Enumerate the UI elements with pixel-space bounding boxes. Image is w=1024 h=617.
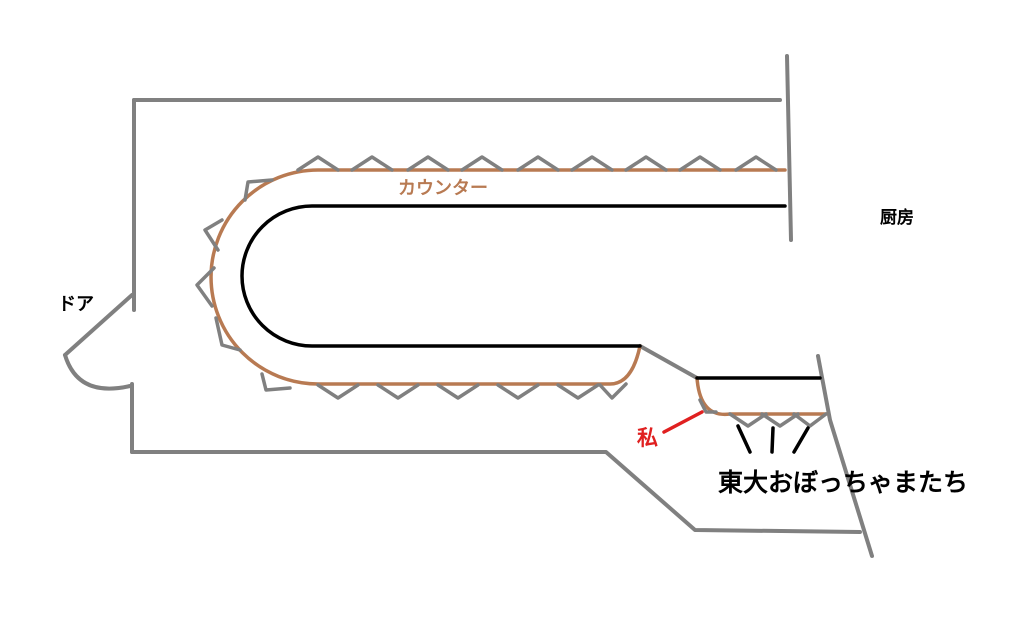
walls xyxy=(130,54,874,558)
door-leaf xyxy=(63,293,134,357)
kitchen-label: 厨房 xyxy=(880,208,914,228)
me-pointer xyxy=(662,410,704,434)
seat xyxy=(734,155,778,172)
door-label: ドア xyxy=(58,294,94,315)
seat xyxy=(678,155,722,172)
seat xyxy=(728,412,768,428)
seat xyxy=(698,398,718,414)
seat xyxy=(376,383,420,400)
seat xyxy=(214,316,242,352)
seat xyxy=(260,372,292,392)
seat xyxy=(570,155,614,172)
me-label: 私 xyxy=(637,426,658,450)
group-pointer xyxy=(770,426,775,454)
counter-divider xyxy=(638,344,699,380)
seat xyxy=(243,178,274,202)
wall-kitchen-upper xyxy=(785,54,793,242)
group-pointers xyxy=(736,424,810,454)
door-swing xyxy=(63,353,132,391)
group-pointer xyxy=(792,426,810,454)
wall-kitchen-lower xyxy=(816,354,874,558)
seats-curve xyxy=(195,178,292,392)
seat xyxy=(195,266,216,308)
seats-bottom xyxy=(316,382,628,400)
seat xyxy=(203,218,224,252)
counter-label: カウンター xyxy=(398,178,488,199)
seat xyxy=(624,155,668,172)
seat xyxy=(350,155,394,172)
seat xyxy=(496,383,540,400)
door xyxy=(63,293,134,391)
wall-bottom xyxy=(130,450,862,534)
seat xyxy=(760,412,800,428)
group-pointer xyxy=(736,424,752,454)
seat xyxy=(436,383,480,400)
counter-inner-edge xyxy=(240,204,787,348)
seat xyxy=(516,155,560,172)
group-label: 東大おぼっちゃまたち xyxy=(718,468,969,497)
seat xyxy=(296,155,340,172)
seat xyxy=(406,155,450,172)
seat xyxy=(792,412,828,428)
seat xyxy=(556,383,600,400)
seats-extension xyxy=(698,398,828,428)
seat xyxy=(598,382,628,400)
seat xyxy=(316,383,360,400)
counter-outer-edge xyxy=(209,168,787,386)
seats-top xyxy=(296,155,778,172)
seat xyxy=(460,155,504,172)
counter-extension-edge xyxy=(695,376,828,417)
